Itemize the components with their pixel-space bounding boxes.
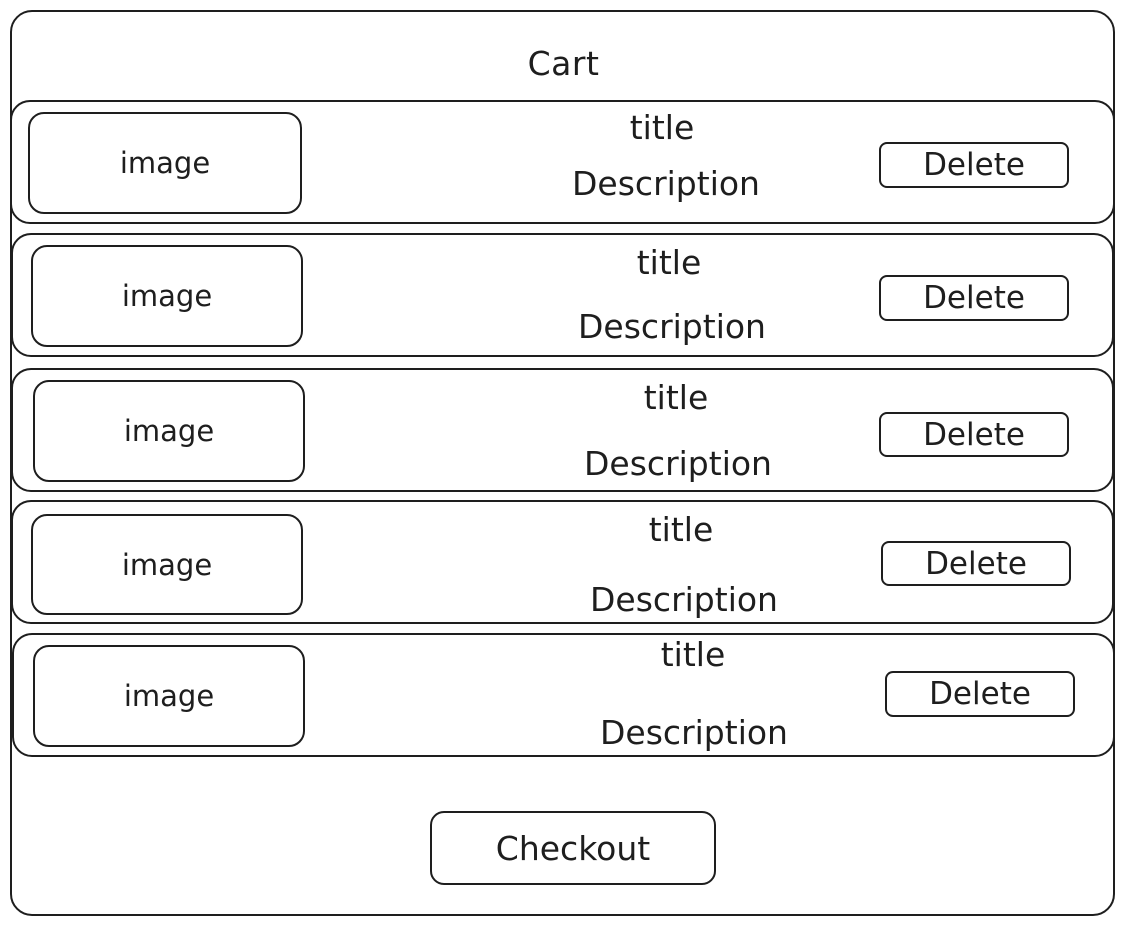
item-title: title [643, 378, 709, 417]
cart-item: image title Description Delete [11, 368, 1114, 492]
item-image-placeholder: image [28, 112, 302, 214]
item-title: title [629, 108, 695, 147]
cart-item: image title Description Delete [11, 500, 1114, 624]
delete-button[interactable]: Delete [885, 671, 1075, 717]
item-image-placeholder: image [33, 380, 305, 482]
item-description: Description [590, 580, 778, 619]
item-description: Description [600, 713, 788, 752]
delete-button[interactable]: Delete [879, 412, 1069, 457]
delete-button[interactable]: Delete [881, 541, 1071, 586]
page-title: Cart [527, 44, 600, 83]
item-title: title [648, 510, 714, 549]
cart-item: image title Description Delete [12, 633, 1115, 757]
item-title: title [660, 635, 726, 674]
cart-item: image title Description Delete [10, 100, 1115, 224]
item-description: Description [584, 444, 772, 483]
delete-button[interactable]: Delete [879, 275, 1069, 321]
delete-button[interactable]: Delete [879, 142, 1069, 188]
item-image-placeholder: image [31, 245, 303, 347]
item-description: Description [572, 164, 760, 203]
item-title: title [636, 243, 702, 282]
item-description: Description [578, 307, 766, 346]
cart-item: image title Description Delete [11, 233, 1114, 357]
item-image-placeholder: image [31, 514, 303, 615]
item-image-placeholder: image [33, 645, 305, 747]
checkout-button[interactable]: Checkout [430, 811, 716, 885]
